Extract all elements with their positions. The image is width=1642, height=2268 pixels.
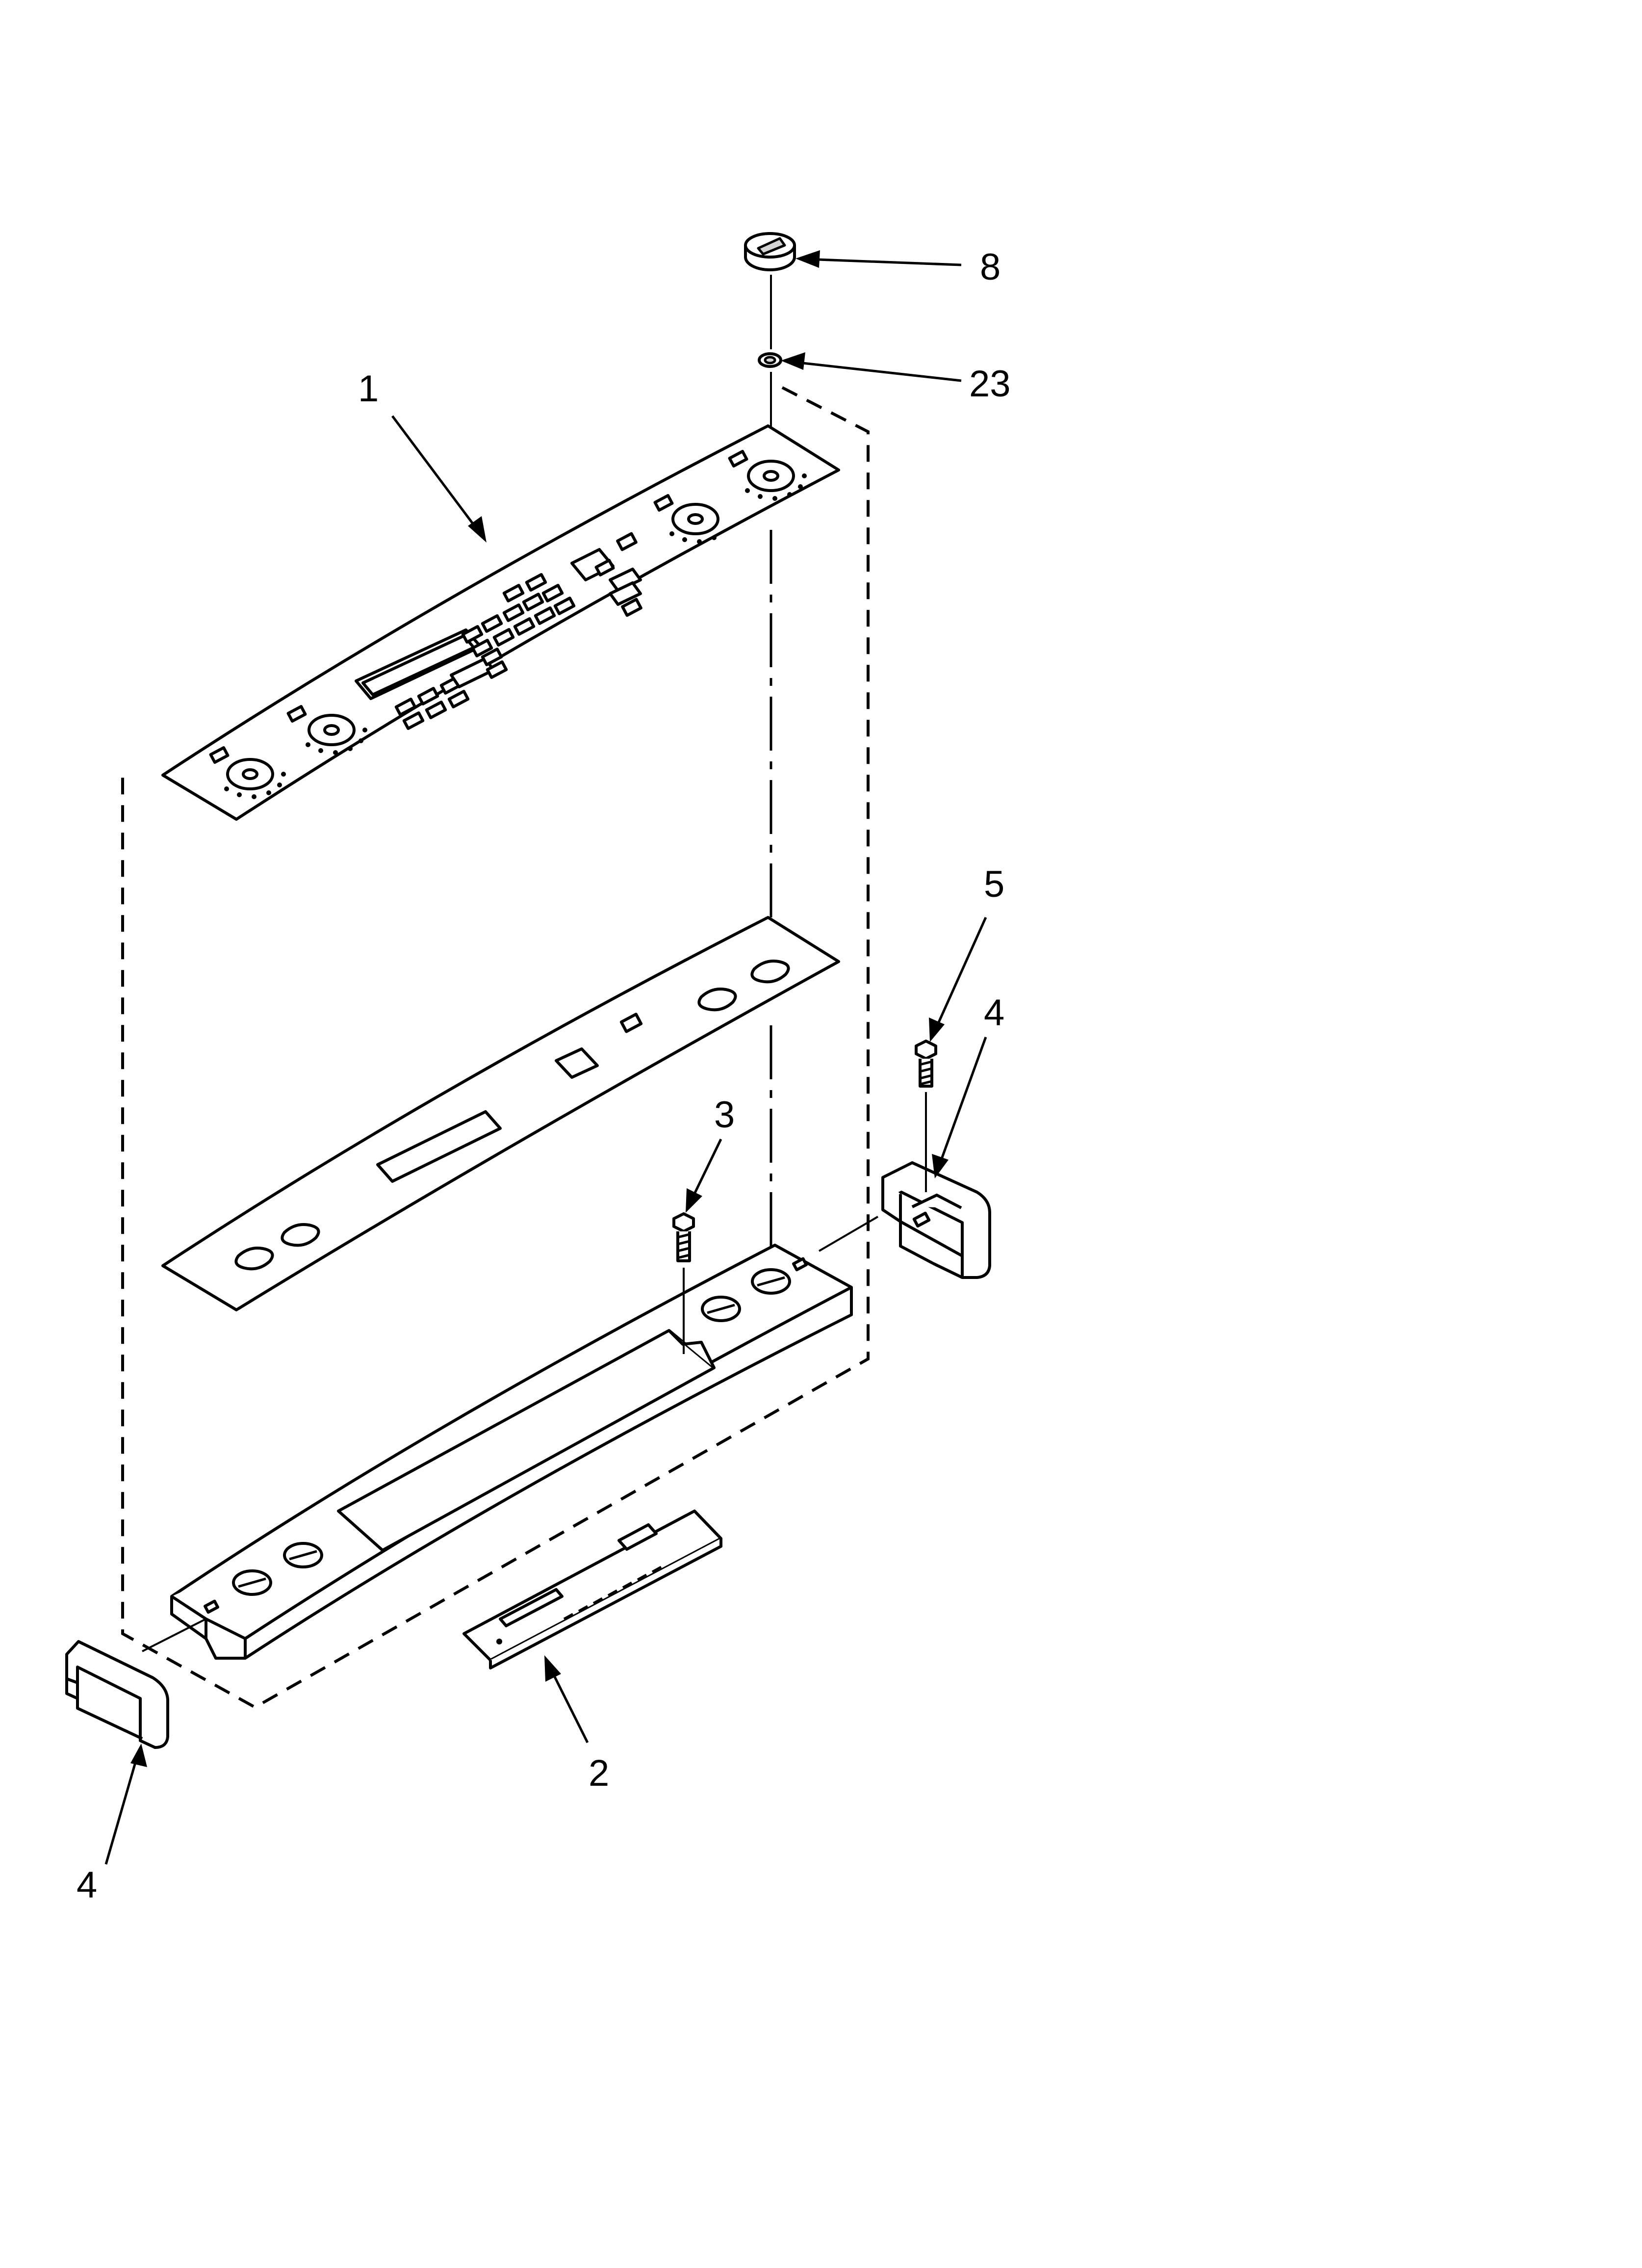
callout-1: 1 <box>358 368 379 410</box>
part-5-screw <box>915 1040 937 1192</box>
callout-8: 8 <box>980 246 1001 288</box>
part-2-control-board <box>462 1510 722 1669</box>
part-23-washer <box>758 352 782 368</box>
part-8-knob <box>744 232 796 271</box>
callout-5: 5 <box>984 863 1004 905</box>
leader-4-right <box>936 1037 987 1170</box>
left-cap-alignment-line <box>142 1618 206 1652</box>
arrowhead-23 <box>781 352 805 370</box>
right-cap-alignment-line <box>818 1216 879 1252</box>
leader-4-left <box>104 1752 140 1865</box>
arrowhead-4-right <box>932 1154 949 1178</box>
leader-2 <box>547 1663 589 1744</box>
assembly-boundary-dashed <box>121 386 870 1709</box>
callout-4-left: 4 <box>77 1864 97 1906</box>
leader-23 <box>784 360 962 382</box>
callout-2: 2 <box>589 1752 609 1794</box>
part-3-screw <box>672 1212 695 1354</box>
middle-overlay-sheet <box>161 916 840 1311</box>
arrowhead-8 <box>795 250 820 268</box>
leader-8 <box>804 258 962 266</box>
callout-23: 23 <box>969 363 1011 405</box>
arrowhead-5 <box>929 1017 945 1042</box>
arrowhead-4-left <box>130 1744 147 1767</box>
arrowhead-3 <box>686 1188 702 1213</box>
control-panel-frame <box>170 1244 853 1660</box>
part-1-control-overlay <box>161 424 840 821</box>
leader-1 <box>391 415 481 534</box>
callout-4-right: 4 <box>984 992 1004 1034</box>
arrowhead-2 <box>544 1655 561 1682</box>
part-4-left-end-cap <box>65 1640 169 1749</box>
leader-5 <box>932 916 987 1034</box>
part-4-right-end-cap <box>881 1161 991 1279</box>
callout-3: 3 <box>714 1094 735 1136</box>
keypad-buttons <box>394 573 576 730</box>
arrowhead-1 <box>468 516 487 543</box>
